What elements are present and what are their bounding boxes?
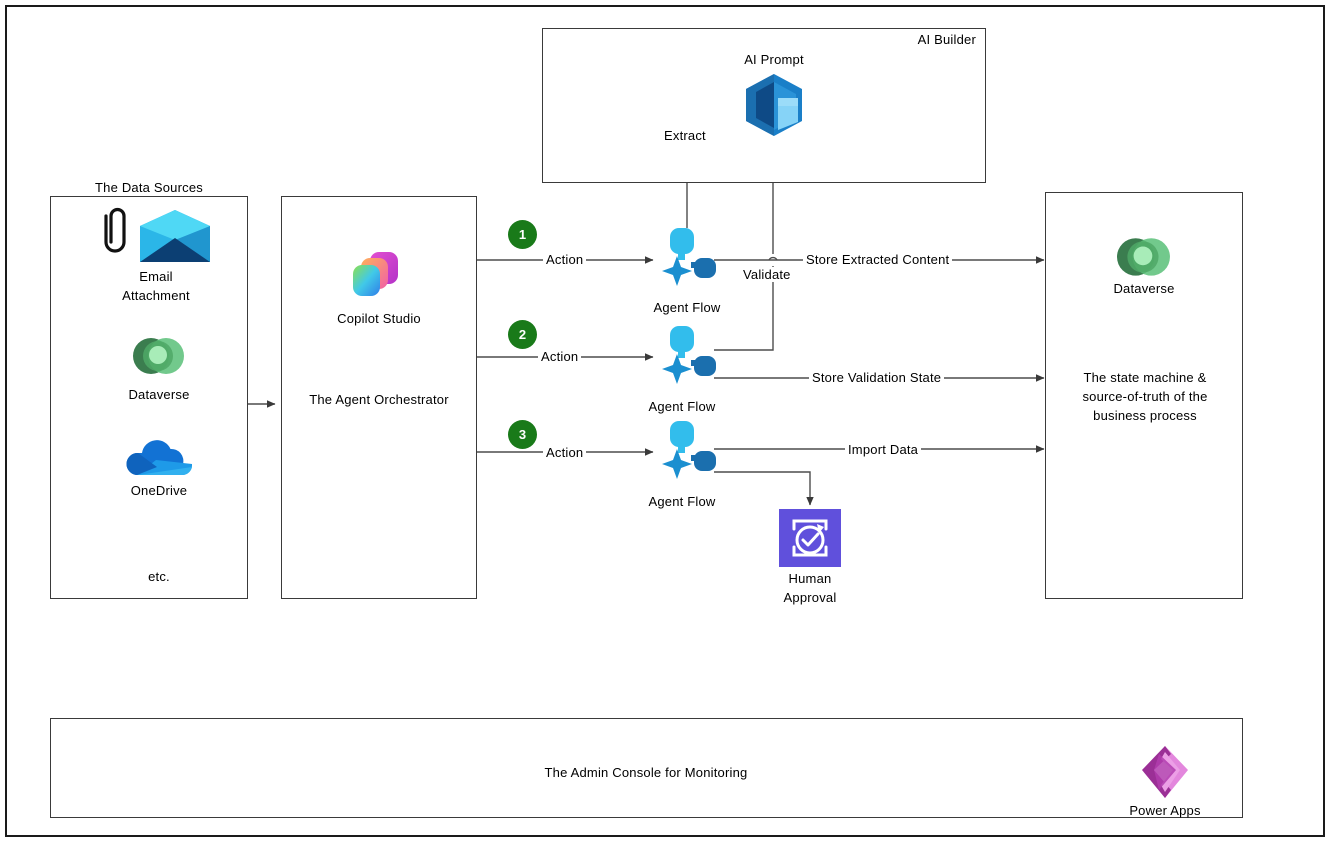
email-attachment-label: Email Attachment bbox=[122, 269, 190, 303]
ai-builder-caption: AI Builder bbox=[917, 32, 976, 47]
state-machine-label: The state machine & source-of-truth of t… bbox=[1082, 370, 1208, 423]
agent-flow-label-3: Agent Flow bbox=[648, 494, 716, 509]
dataverse-source-label: Dataverse bbox=[128, 387, 190, 402]
validate-label: Validate bbox=[740, 267, 794, 282]
power-apps-icon bbox=[1136, 744, 1194, 800]
dataverse-store-label: Dataverse bbox=[1113, 281, 1175, 296]
copilot-studio-label: Copilot Studio bbox=[337, 311, 421, 326]
data-sources-panel bbox=[50, 196, 248, 599]
flow-badge-1: 1 bbox=[508, 220, 537, 249]
ai-prompt-icon bbox=[738, 72, 810, 138]
data-sources-caption: The Data Sources bbox=[95, 180, 203, 195]
power-apps-label: Power Apps bbox=[1129, 803, 1201, 818]
action-label-3: Action bbox=[543, 445, 587, 460]
human-approval-label: Human Approval bbox=[783, 571, 837, 605]
human-approval-icon bbox=[779, 509, 841, 567]
agent-flow-label-1: Agent Flow bbox=[653, 300, 721, 315]
action-label-1: Action bbox=[543, 252, 587, 267]
store-validation-state-label: Store Validation State bbox=[809, 370, 945, 385]
admin-console-panel bbox=[50, 718, 1243, 818]
dataverse-icon bbox=[1114, 232, 1174, 286]
etc-label: etc. bbox=[148, 569, 170, 584]
agent-flow-label-2: Agent Flow bbox=[648, 399, 716, 414]
flow-badge-2: 2 bbox=[508, 320, 537, 349]
action-label-2: Action bbox=[538, 349, 582, 364]
copilot-studio-icon bbox=[346, 247, 402, 303]
import-data-label: Import Data bbox=[845, 442, 922, 457]
agent-flow-icon bbox=[658, 421, 716, 479]
flow-badge-2-text: 2 bbox=[518, 327, 527, 342]
flow-badge-1-text: 1 bbox=[518, 227, 527, 242]
agent-orchestrator-label: The Agent Orchestrator bbox=[309, 392, 449, 407]
extract-label: Extract bbox=[661, 128, 709, 143]
email-attachment-icon bbox=[96, 206, 214, 268]
flow-badge-3: 3 bbox=[508, 420, 537, 449]
dataverse-icon bbox=[131, 332, 187, 384]
agent-flow-icon bbox=[658, 228, 716, 286]
onedrive-icon bbox=[124, 437, 193, 481]
page-frame bbox=[5, 5, 1325, 837]
ai-prompt-label: AI Prompt bbox=[744, 52, 804, 67]
flow-badge-3-text: 3 bbox=[518, 427, 527, 442]
admin-console-label: The Admin Console for Monitoring bbox=[544, 765, 748, 780]
onedrive-label: OneDrive bbox=[130, 483, 188, 498]
store-extracted-content-label: Store Extracted Content bbox=[803, 252, 953, 267]
agent-flow-icon bbox=[658, 326, 716, 384]
